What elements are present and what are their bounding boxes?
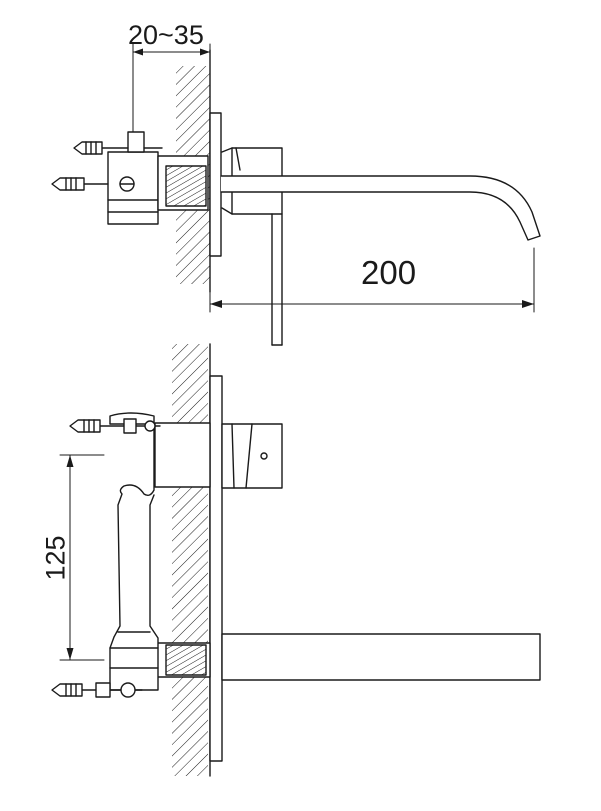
dimension-label-depth: 20~35 [128, 20, 204, 50]
dim-depth-arrow-right [200, 48, 210, 56]
wall-anchor-front-upper [69, 418, 161, 434]
wall-anchor-front-lower [51, 682, 143, 698]
spout-straight [221, 633, 541, 681]
valve-housing-front [109, 412, 159, 691]
wall-plate-bottom [209, 375, 223, 762]
handle-indicator-dot [260, 452, 268, 460]
wall-anchor-lower [51, 176, 135, 192]
dim-length-arrow-right [522, 300, 534, 308]
side-view [51, 43, 541, 346]
dim-length-arrow-left [210, 300, 222, 308]
dim-height-arrow-top [66, 455, 74, 467]
dim-depth-arrow-left [133, 48, 143, 56]
wall-hatch-bottom [172, 344, 208, 776]
dim-height-arrow-bottom [66, 648, 74, 660]
dimension-label-valve-spacing: 125 [40, 535, 71, 581]
wall-plate-top [209, 112, 222, 257]
dimension-label-spout-length: 200 [361, 254, 417, 291]
valve-nut [127, 131, 145, 153]
wall-anchor-upper [73, 141, 163, 155]
valve-thread-top [165, 165, 207, 207]
front-view [51, 343, 541, 777]
valve-thread-bottom [165, 644, 207, 676]
spout-curved [220, 175, 541, 241]
handle-front [221, 423, 283, 489]
